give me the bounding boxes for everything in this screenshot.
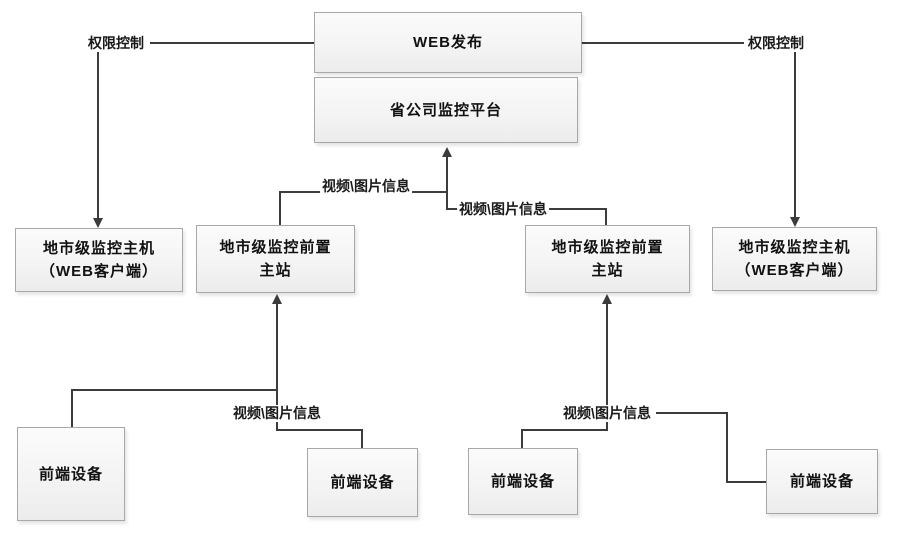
node-city-host-left-line2: （WEB客户端） bbox=[40, 263, 158, 280]
node-city-host-right-line2: （WEB客户端） bbox=[735, 262, 854, 279]
edge-permission-left-v bbox=[97, 52, 99, 218]
edge-front-right-trunk-v bbox=[606, 303, 608, 431]
arrowhead-up-front-station-right bbox=[602, 294, 612, 304]
edge-platform-left-v bbox=[279, 191, 281, 225]
edge-platform-trunk-v bbox=[446, 156, 448, 210]
arrowhead-up-front-station-left bbox=[272, 294, 282, 304]
edge-permission-right-h bbox=[582, 42, 744, 44]
node-city-host-right: 地市级监控主机 （WEB客户端） bbox=[712, 227, 877, 291]
node-province-platform-label: 省公司监控平台 bbox=[389, 101, 502, 119]
edge-device2-v bbox=[361, 429, 363, 449]
edge-label-video-upper-left: 视频\图片信息 bbox=[320, 178, 412, 195]
edge-device1-h bbox=[71, 389, 277, 391]
edge-device1-v bbox=[71, 389, 73, 428]
node-city-front-right-line2: 主站 bbox=[591, 262, 624, 279]
node-front-device-3-label: 前端设备 bbox=[490, 473, 555, 490]
edge-label-video-lower-right: 视频\图片信息 bbox=[561, 405, 653, 422]
edge-device4-h2 bbox=[726, 481, 766, 483]
arrowhead-up-province-platform bbox=[442, 147, 452, 157]
node-city-front-left-line1: 地市级监控前置 bbox=[219, 239, 332, 256]
node-web-publish: WEB发布 bbox=[314, 12, 582, 73]
edge-label-video-upper-right: 视频\图片信息 bbox=[457, 201, 549, 218]
edge-device3-v bbox=[521, 429, 523, 449]
node-city-host-left: 地市级监控主机 （WEB客户端） bbox=[15, 228, 183, 292]
node-front-device-4-label: 前端设备 bbox=[789, 473, 854, 490]
node-city-front-left: 地市级监控前置 主站 bbox=[196, 225, 355, 293]
edge-permission-left-h bbox=[150, 42, 314, 44]
edge-label-video-lower-left: 视频\图片信息 bbox=[231, 405, 323, 422]
node-web-publish-label: WEB发布 bbox=[413, 34, 483, 51]
edge-front-left-trunk-v bbox=[276, 303, 278, 431]
edge-label-permission-left: 权限控制 bbox=[86, 35, 146, 52]
arrowhead-down-host-right bbox=[790, 217, 800, 227]
edge-device2-h bbox=[276, 429, 363, 431]
edge-label-permission-right: 权限控制 bbox=[746, 35, 806, 52]
node-front-device-4: 前端设备 bbox=[766, 449, 878, 514]
node-front-device-1-label: 前端设备 bbox=[38, 465, 103, 483]
edge-device4-v bbox=[726, 412, 728, 483]
node-province-platform: 省公司监控平台 bbox=[314, 77, 578, 143]
node-city-front-left-line2: 主站 bbox=[259, 262, 292, 279]
node-front-device-2-label: 前端设备 bbox=[330, 474, 395, 491]
arrowhead-down-host-left bbox=[93, 218, 103, 228]
edge-device4-h1 bbox=[656, 412, 728, 414]
edge-device3-h bbox=[521, 429, 607, 431]
node-front-device-1: 前端设备 bbox=[17, 427, 125, 521]
node-city-front-right: 地市级监控前置 主站 bbox=[525, 225, 690, 293]
node-front-device-3: 前端设备 bbox=[468, 448, 578, 515]
node-city-host-right-line1: 地市级监控主机 bbox=[738, 239, 851, 256]
node-city-front-right-line1: 地市级监控前置 bbox=[551, 239, 664, 256]
edge-permission-right-v bbox=[794, 52, 796, 217]
node-city-host-left-line1: 地市级监控主机 bbox=[42, 240, 155, 257]
edge-platform-right-v bbox=[605, 208, 607, 225]
node-front-device-2: 前端设备 bbox=[307, 448, 418, 517]
